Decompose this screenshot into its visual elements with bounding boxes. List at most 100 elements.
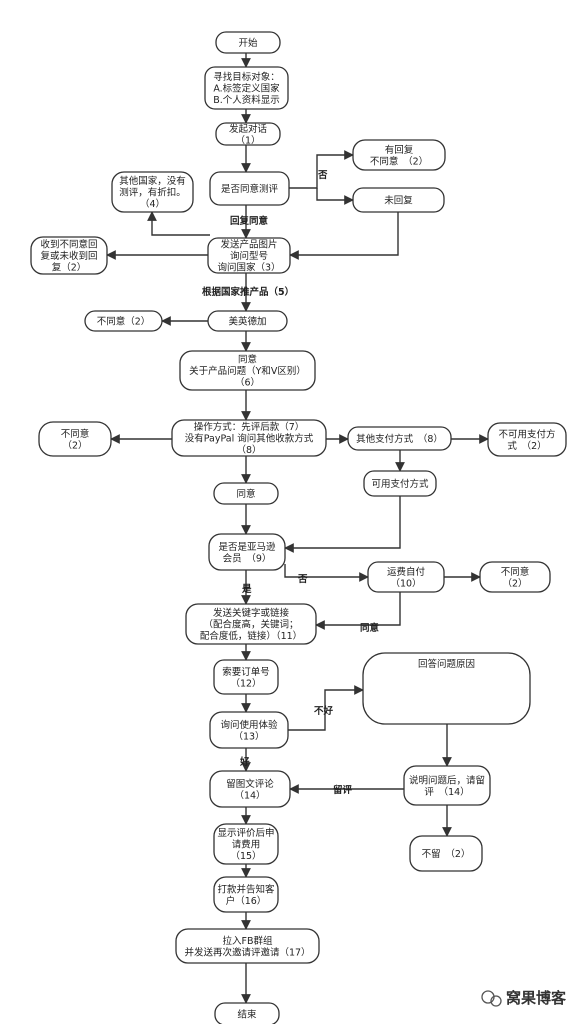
flow-edges <box>106 53 489 1004</box>
node-text-line: 显示评价后申 <box>217 827 274 839</box>
node-disagree-left-2: 不同意（2） <box>38 421 112 457</box>
node-text-line: 询问国家（3） <box>217 262 280 274</box>
node-box <box>403 765 491 806</box>
node-text-line: 其他国家，没有 <box>119 175 186 187</box>
node-text-line: （配合度高，关键词； <box>203 619 298 631</box>
node-disagree-left-1: 不同意（2） <box>84 310 163 332</box>
node-text-line: 不可用支付方 <box>498 428 555 440</box>
node-text-line: 测评，有折扣。 <box>119 187 186 199</box>
node-text-line: 询问型号 <box>230 250 268 262</box>
node-text-line: 说明问题后，请留 <box>409 774 485 786</box>
watermark: 窝果博客 <box>481 989 567 1007</box>
node-text-line: B.个人资料显示 <box>213 94 280 106</box>
node-text-line: 询问使用体验 <box>220 719 278 731</box>
node-text-line: 发起对话 <box>229 123 268 135</box>
node-leave-review: 留图文评论（14） <box>209 770 291 808</box>
node-text-line: 复（2） <box>52 262 87 274</box>
node-box <box>209 171 290 206</box>
edge-label-yes: 是 <box>241 583 252 595</box>
edge-label-bad: 不好 <box>314 705 334 717</box>
node-no-reply: 未回复 <box>352 187 445 213</box>
node-text-line: （4） <box>140 198 165 210</box>
node-payment-method: 操作方式：先评后款（7）没有PayPal 询问其他收款方式（8） <box>171 419 327 457</box>
node-text-line: （1） <box>235 134 260 146</box>
node-box <box>175 928 320 964</box>
node-text-line: （12） <box>230 677 261 689</box>
node-text-line: 不同意（2） <box>97 316 151 328</box>
edge-label-no-2: 否 <box>297 574 308 585</box>
node-box <box>207 237 291 274</box>
node-text-line: （6） <box>235 377 260 389</box>
edge-labels: 否 回复同意 根据国家推产品（5） 否 是 同意 不好 好 留评 <box>202 170 380 796</box>
node-start: 开始 <box>215 31 281 54</box>
node-text-line: 复或未收到回 <box>40 250 97 262</box>
node-text-line: 留图文评论 <box>226 778 274 790</box>
node-text-line: 回答问题原因 <box>418 658 475 670</box>
node-box <box>179 350 316 391</box>
node-box <box>479 561 551 593</box>
node-text-line: 请费用 <box>232 839 261 851</box>
node-disagree-right: 不同意（2） <box>479 561 551 593</box>
node-box <box>409 835 483 872</box>
node-box <box>84 310 163 332</box>
node-text-line: 开始 <box>238 37 258 49</box>
node-text-line: 同意 <box>238 354 257 366</box>
node-box <box>30 236 108 275</box>
node-box <box>208 533 286 571</box>
node-text-line: （2） <box>62 439 87 451</box>
node-text-line: 寻找目标对象： <box>213 71 280 83</box>
node-box <box>185 603 317 645</box>
node-available-payment: 可用支付方式 <box>363 470 437 497</box>
node-problem-reason: 回答问题原因 <box>362 652 531 725</box>
node-text-line: 索要订单号 <box>222 666 270 678</box>
node-text-line: 不同意 <box>501 566 530 578</box>
node-box <box>367 561 445 593</box>
node-box <box>487 422 567 457</box>
watermark-text: 窝果博客 <box>506 989 567 1007</box>
node-text-line: 有回复 <box>385 144 414 156</box>
node-text-line: 配合度低，链接）（11） <box>200 630 302 642</box>
node-text-line: 不同意 <box>61 428 90 440</box>
node-ask-experience: 询问使用体验（13） <box>209 711 289 749</box>
node-text-line: 没有PayPal 询问其他收款方式 <box>185 433 314 445</box>
node-box <box>213 482 279 505</box>
node-text-line: 户（16） <box>226 895 267 907</box>
node-text-line: 是否是亚马逊 <box>218 542 276 553</box>
node-text-line: 并发送再次邀请评邀请（17） <box>184 946 310 958</box>
node-no-stay: 不留 （2） <box>409 835 483 872</box>
node-box <box>38 421 112 457</box>
node-box <box>213 876 279 913</box>
node-box <box>215 122 281 146</box>
node-text-line: 运费自付 <box>387 566 426 578</box>
edge-label-by-country: 根据国家推产品（5） <box>202 286 294 298</box>
node-text-line: 美英德加 <box>228 316 266 328</box>
node-text-line: 发送关键字或链接 <box>213 607 290 619</box>
node-agree-2: 同意 <box>213 482 279 505</box>
edge-label-no: 否 <box>317 170 328 181</box>
node-shipping-self: 运费自付（10） <box>367 561 445 593</box>
node-text-line: 会员 （9） <box>223 552 272 564</box>
node-box <box>209 770 291 808</box>
node-text-line: （10） <box>390 577 421 589</box>
node-box <box>214 1002 280 1024</box>
node-ask-order: 索要订单号（12） <box>213 659 279 695</box>
node-start-chat: 发起对话（1） <box>215 122 281 146</box>
node-text-line: （15） <box>230 850 261 862</box>
node-text-line: 操作方式：先评后款（7） <box>194 421 305 433</box>
node-box <box>215 31 281 54</box>
node-box <box>111 171 194 213</box>
node-text-line: 其他支付方式 （8） <box>356 433 443 445</box>
node-text-line: 是否同意测评 <box>221 183 279 195</box>
node-box <box>362 652 531 725</box>
node-end: 结束 <box>214 1002 280 1024</box>
node-text-line: 式 （2） <box>507 440 546 452</box>
node-text-line: （14） <box>234 789 265 801</box>
